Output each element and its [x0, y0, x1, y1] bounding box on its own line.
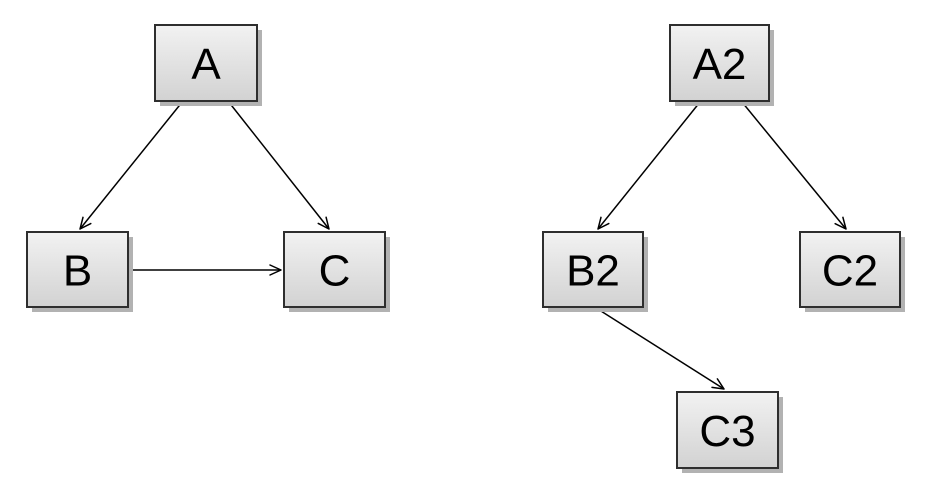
node-label-B2: B2 [566, 247, 620, 296]
node-A [154, 24, 258, 102]
edge-A-C [227, 100, 330, 230]
edge-A2-C2 [741, 101, 847, 230]
node-label-B: B [63, 247, 92, 296]
node-label-A2: A2 [693, 40, 747, 89]
node-C2 [799, 231, 901, 308]
edge-A2-B2 [597, 101, 701, 230]
edge-A-B [79, 100, 184, 230]
node-label-A: A [191, 40, 221, 89]
node-B [26, 231, 129, 308]
node-label-C: C [319, 247, 351, 296]
node-C [283, 231, 386, 308]
node-A2 [669, 24, 770, 102]
edge-B2-C3 [592, 305, 725, 390]
node-B2 [542, 231, 644, 308]
node-label-C3: C3 [699, 407, 755, 456]
node-C3 [676, 391, 779, 469]
left-graph: A B C [26, 24, 390, 312]
node-label-C2: C2 [822, 247, 878, 296]
